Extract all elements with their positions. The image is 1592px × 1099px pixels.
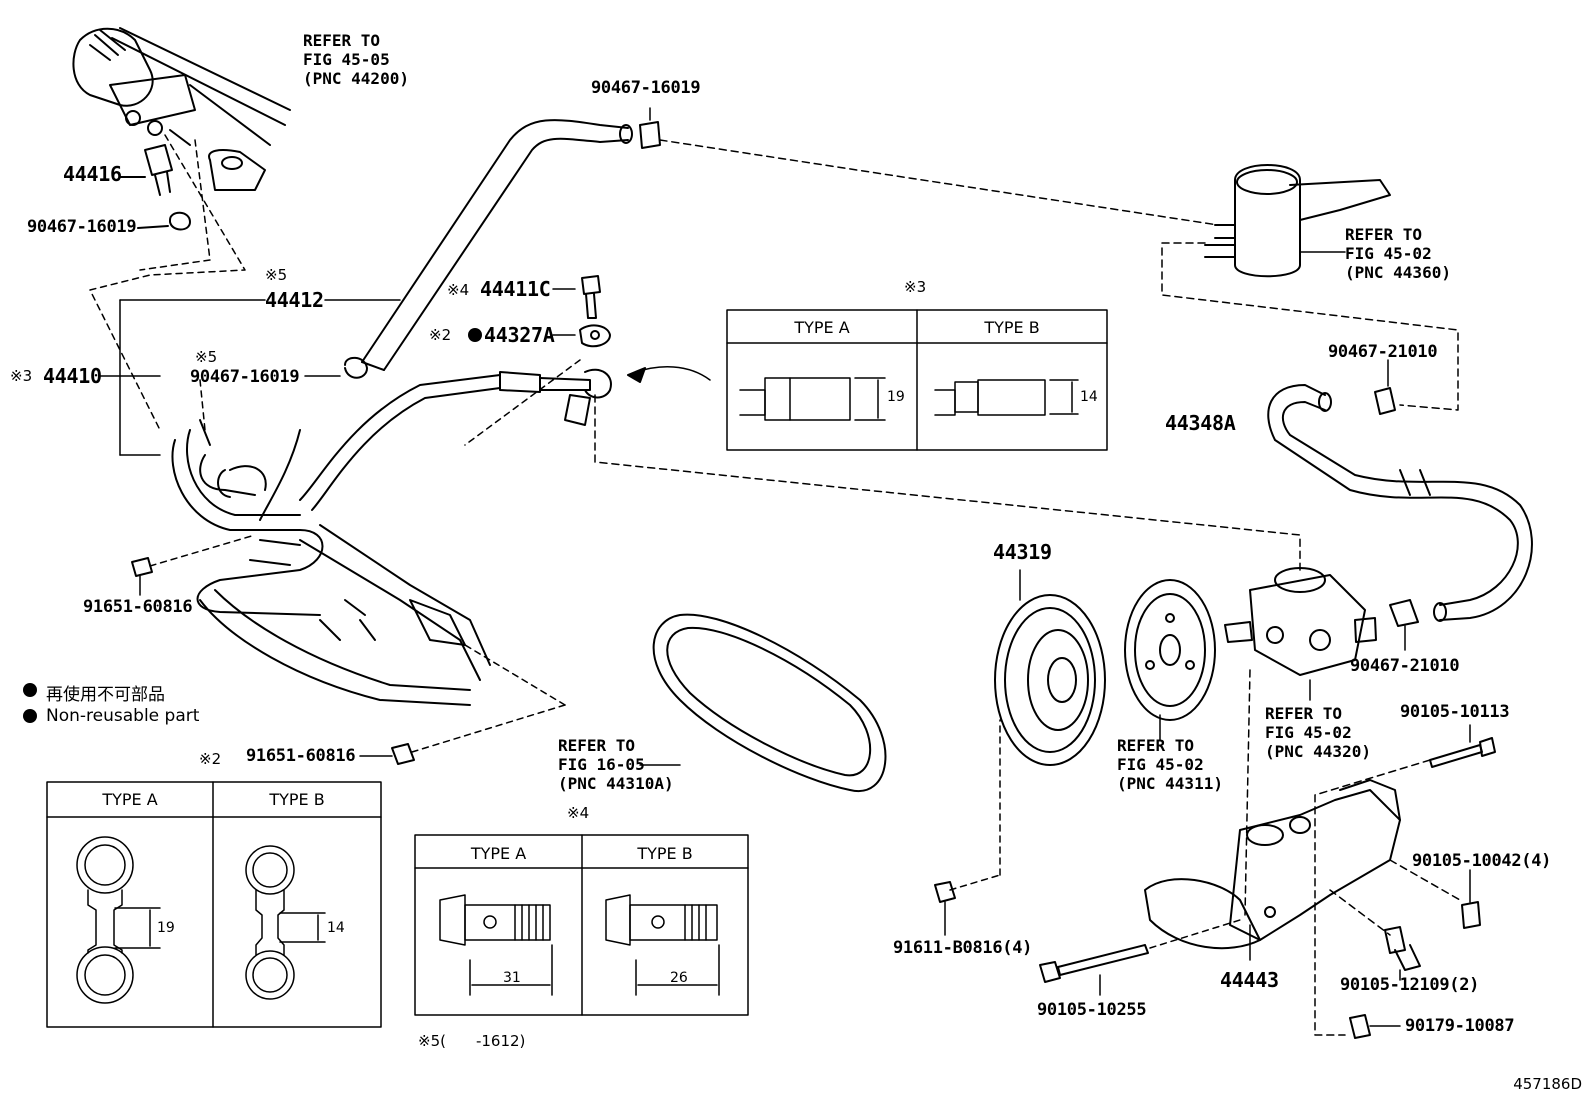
bolt-91611-b0816-illustration <box>934 719 1001 936</box>
part-label-44319: 44319 <box>993 540 1052 564</box>
part-label-90467-21010-b: 90467-21010 <box>1350 656 1460 676</box>
dashed-guide-right <box>1161 242 1459 411</box>
part-label-90467-16019-b: 90467-16019 <box>190 367 300 387</box>
part-label-91651-60816-a: 91651-60816 <box>83 597 193 617</box>
figure-id: 457186D <box>1513 1075 1582 1093</box>
mark-m2-44327a: ※2 <box>429 326 452 344</box>
legend-dot-jp <box>23 683 37 697</box>
part-label-44416: 44416 <box>63 162 122 186</box>
dashed-guides-bracket <box>1244 669 1461 1036</box>
table-m3-type-a: TYPE A <box>794 318 850 337</box>
table-m3-frame <box>726 309 1108 451</box>
bolt-90105-10113-illustration <box>1429 724 1496 768</box>
nut-90179-10087-illustration <box>1349 1014 1401 1039</box>
gasket-44327a-illustration <box>579 324 611 348</box>
dashed-guide-pump <box>594 394 1301 571</box>
table-m2-frame <box>46 781 382 1028</box>
table-m3-type-b: TYPE B <box>984 318 1040 337</box>
arrow-head <box>627 367 646 383</box>
table-m2-dim-a: 19 <box>157 920 175 936</box>
table-m3-dim-a: 19 <box>887 389 905 405</box>
part-label-90179-10087: 90179-10087 <box>1405 1016 1515 1036</box>
ref-fig45-05: REFER TO FIG 45-05 (PNC 44200) <box>303 31 409 88</box>
reservoir-illustration <box>1204 164 1391 278</box>
ref-fig16-05: REFER TO FIG 16-05 (PNC 44310A) <box>558 736 674 793</box>
part-label-91651-60816-b: 91651-60816 <box>246 746 356 766</box>
hose-clamp-mid <box>344 356 368 379</box>
table-m2-dim-b: 14 <box>327 920 345 936</box>
callout-brackets <box>99 288 576 456</box>
table-m2-type-b: TYPE B <box>269 790 325 809</box>
bolt-91651-lower-illustration <box>359 644 566 765</box>
dashed-guides-left <box>89 134 581 446</box>
mark-m3-table: ※3 <box>904 278 927 296</box>
part-label-90105-10255: 90105-10255 <box>1037 1000 1147 1020</box>
mark-m5-clamp: ※5 <box>195 348 218 366</box>
ref-fig45-02-pulley: REFER TO FIG 45-02 (PNC 44311) <box>1117 736 1223 793</box>
footnote-m5: ※5( -1612) <box>418 1032 526 1050</box>
ref-fig45-02-pump: REFER TO FIG 45-02 (PNC 44320) <box>1265 704 1371 761</box>
table-m4-type-b: TYPE B <box>637 844 693 863</box>
part-label-90467-16019-top: 90467-16019 <box>591 78 701 98</box>
table-m3-dim-b: 14 <box>1080 389 1098 405</box>
mark-m4-44411c: ※4 <box>447 281 470 299</box>
dashed-guide-top <box>659 139 1219 226</box>
hose-clamp-21010-lower-illustration <box>1389 599 1419 651</box>
pressure-hose-assembly-44410 <box>171 368 612 706</box>
union-bolt-44411c-illustration <box>581 275 601 319</box>
part-label-90467-16019-a: 90467-16019 <box>27 217 137 237</box>
ref-fig45-02-reservoir: REFER TO FIG 45-02 (PNC 44360) <box>1345 225 1451 282</box>
non-reusable-dot-44327a <box>468 328 482 342</box>
part-label-44412: 44412 <box>265 288 324 312</box>
nut-90105-10042-illustration <box>1461 869 1481 929</box>
hose-clamp-illustration <box>137 211 191 231</box>
part-label-90105-10113: 90105-10113 <box>1400 702 1510 722</box>
table-m4-frame <box>414 834 749 1016</box>
bolt-90105-12109-illustration <box>1384 926 1421 981</box>
union-fitting-44416 <box>119 144 173 196</box>
pump-bracket-44443-illustration <box>1144 779 1401 961</box>
drive-belt-illustration <box>639 613 887 793</box>
steering-gear-illustration <box>72 27 291 191</box>
pulley-44311-illustration <box>1124 579 1216 741</box>
legend-text-en: Non-reusable part <box>46 706 200 726</box>
part-label-44348a: 44348A <box>1165 411 1236 435</box>
legend-dot-en <box>23 709 37 723</box>
mark-m4-table: ※4 <box>567 804 590 822</box>
part-label-44443: 44443 <box>1220 968 1279 992</box>
part-label-91611-b0816: 91611-B0816(4) <box>893 938 1033 958</box>
suction-hose-44348a <box>1267 384 1533 622</box>
bolt-90105-10255-illustration <box>1039 919 1241 996</box>
mark-m3-44410: ※3 <box>10 367 33 385</box>
part-label-90105-12109: 90105-12109(2) <box>1340 975 1480 995</box>
part-label-90105-10042: 90105-10042(4) <box>1412 851 1552 871</box>
bolt-91651-upper-illustration <box>131 534 256 596</box>
table-m4-dim-a: 31 <box>503 970 521 986</box>
mark-m5-44412: ※5 <box>265 266 288 284</box>
legend-text-jp: 再使用不可部品 <box>46 685 165 705</box>
power-steering-pump-illustration <box>1224 567 1377 701</box>
part-label-44327a: 44327A <box>484 323 555 347</box>
part-label-44411c: 44411C <box>480 277 551 301</box>
hose-clamp-21010-upper-illustration <box>1374 359 1396 415</box>
part-label-90467-21010-a: 90467-21010 <box>1328 342 1438 362</box>
pulley-44319-illustration <box>994 569 1106 766</box>
table-m4-dim-b: 26 <box>670 970 688 986</box>
mark-m2-table: ※2 <box>199 750 222 768</box>
table-m4-type-a: TYPE A <box>470 844 527 863</box>
part-label-44410: 44410 <box>43 364 102 388</box>
hose-clamp-top-illustration <box>639 107 661 149</box>
table-m2-type-a: TYPE A <box>102 790 158 809</box>
